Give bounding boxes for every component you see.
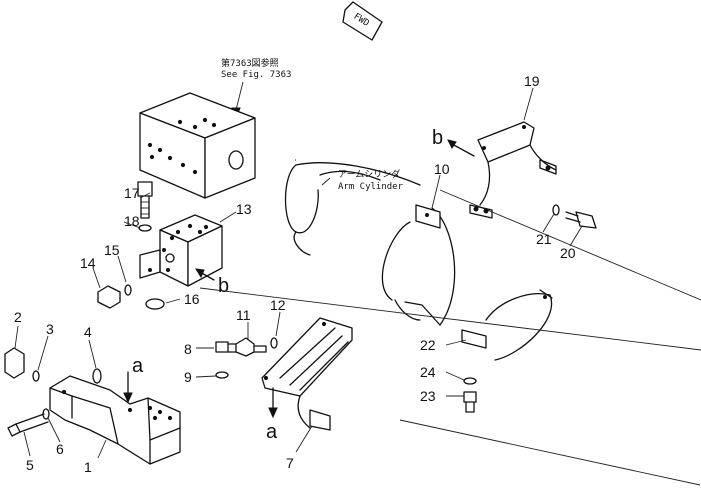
callout-22: 22 xyxy=(420,337,436,353)
callout-14: 14 xyxy=(80,255,96,271)
plug-14 xyxy=(97,284,132,309)
view-arrows: a a b b xyxy=(123,127,475,443)
callout-11: 11 xyxy=(236,307,251,323)
fwd-arrow: FWD xyxy=(342,1,383,41)
callout-19: 19 xyxy=(524,73,540,89)
ref-note-jp: 第7363図参照 xyxy=(221,57,279,69)
callout-13: 13 xyxy=(236,201,252,217)
callout-8: 8 xyxy=(184,341,192,357)
callout-16: 16 xyxy=(184,291,200,307)
callout-7: 7 xyxy=(286,455,294,471)
callout-5: 5 xyxy=(26,457,34,473)
view-letter-b-upper: b xyxy=(432,127,443,149)
arm-cylinder-label-jp: アームシリンダ xyxy=(338,168,400,180)
bracket-19 xyxy=(469,121,557,219)
callout-23: 23 xyxy=(420,388,436,404)
callout-24: 24 xyxy=(420,364,436,380)
ref-note-en: See Fig. 7363 xyxy=(221,70,291,80)
callout-1: 1 xyxy=(84,459,92,475)
arm-cylinder: アームシリンダ Arm Cylinder xyxy=(199,159,701,486)
callout-15: 15 xyxy=(104,242,120,258)
callout-9: 9 xyxy=(184,369,192,385)
bracket-7 xyxy=(215,317,353,431)
bolt-17 xyxy=(137,181,153,232)
view-letter-a-upper: a xyxy=(132,355,144,377)
cover-plate-13 xyxy=(139,214,223,287)
fwd-label: FWD xyxy=(352,12,371,29)
callout-20: 20 xyxy=(560,245,576,261)
o-ring-16 xyxy=(145,298,165,310)
band-clamp xyxy=(381,204,553,361)
callout-3: 3 xyxy=(46,321,54,337)
valve-block xyxy=(139,92,256,199)
view-letter-a-lower: a xyxy=(266,421,278,443)
callout-10: 10 xyxy=(434,161,450,177)
bolt-20 xyxy=(552,204,597,229)
callout-2: 2 xyxy=(14,309,22,325)
callout-4: 4 xyxy=(84,324,92,340)
leader-lines xyxy=(14,87,583,459)
callout-numbers: 2 3 4 5 6 1 7 8 9 11 12 17 18 13 14 15 1… xyxy=(14,73,576,475)
callout-18: 18 xyxy=(124,213,140,229)
callout-12: 12 xyxy=(270,297,286,313)
block-1 xyxy=(4,347,181,465)
callout-6: 6 xyxy=(56,441,64,457)
callout-21: 21 xyxy=(536,231,552,247)
arm-cylinder-label-en: Arm Cylinder xyxy=(338,182,404,192)
bolt-23 xyxy=(463,377,477,413)
view-letter-b-lower: b xyxy=(218,275,229,297)
callout-17: 17 xyxy=(124,185,140,201)
